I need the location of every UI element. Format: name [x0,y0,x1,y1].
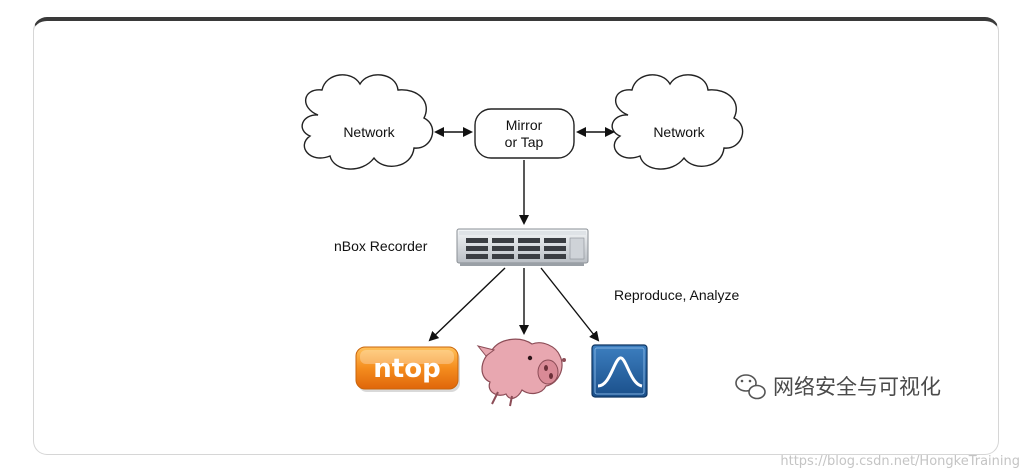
ntop-logo-text: ntop [373,354,440,384]
wireshark-fin-icon [591,344,648,398]
snort-pig-icon [476,338,566,407]
reproduce-analyze-label: Reproduce, Analyze [614,287,740,303]
network-cloud-left: Network [301,74,434,170]
network-cloud-right: Network [611,74,744,170]
mirror-tap-node: Mirror or Tap [474,108,575,159]
mirror-label-line2: or Tap [505,134,544,150]
ntop-logo: ntop [355,346,460,392]
watermark-url: https://blog.csdn.net/HongkeTraining [780,454,1020,469]
server-rack-icon [456,228,589,266]
wechat-icon [735,374,766,400]
network-left-label: Network [343,124,395,140]
recorder-label: nBox Recorder [334,238,428,254]
network-right-label: Network [653,124,705,140]
arrow-recorder-to-wireshark [540,267,600,342]
watermark-label: 网络安全与可视化 [773,375,941,399]
arrow-recorder-to-ntop [428,267,506,342]
mirror-label-line1: Mirror [506,117,543,133]
